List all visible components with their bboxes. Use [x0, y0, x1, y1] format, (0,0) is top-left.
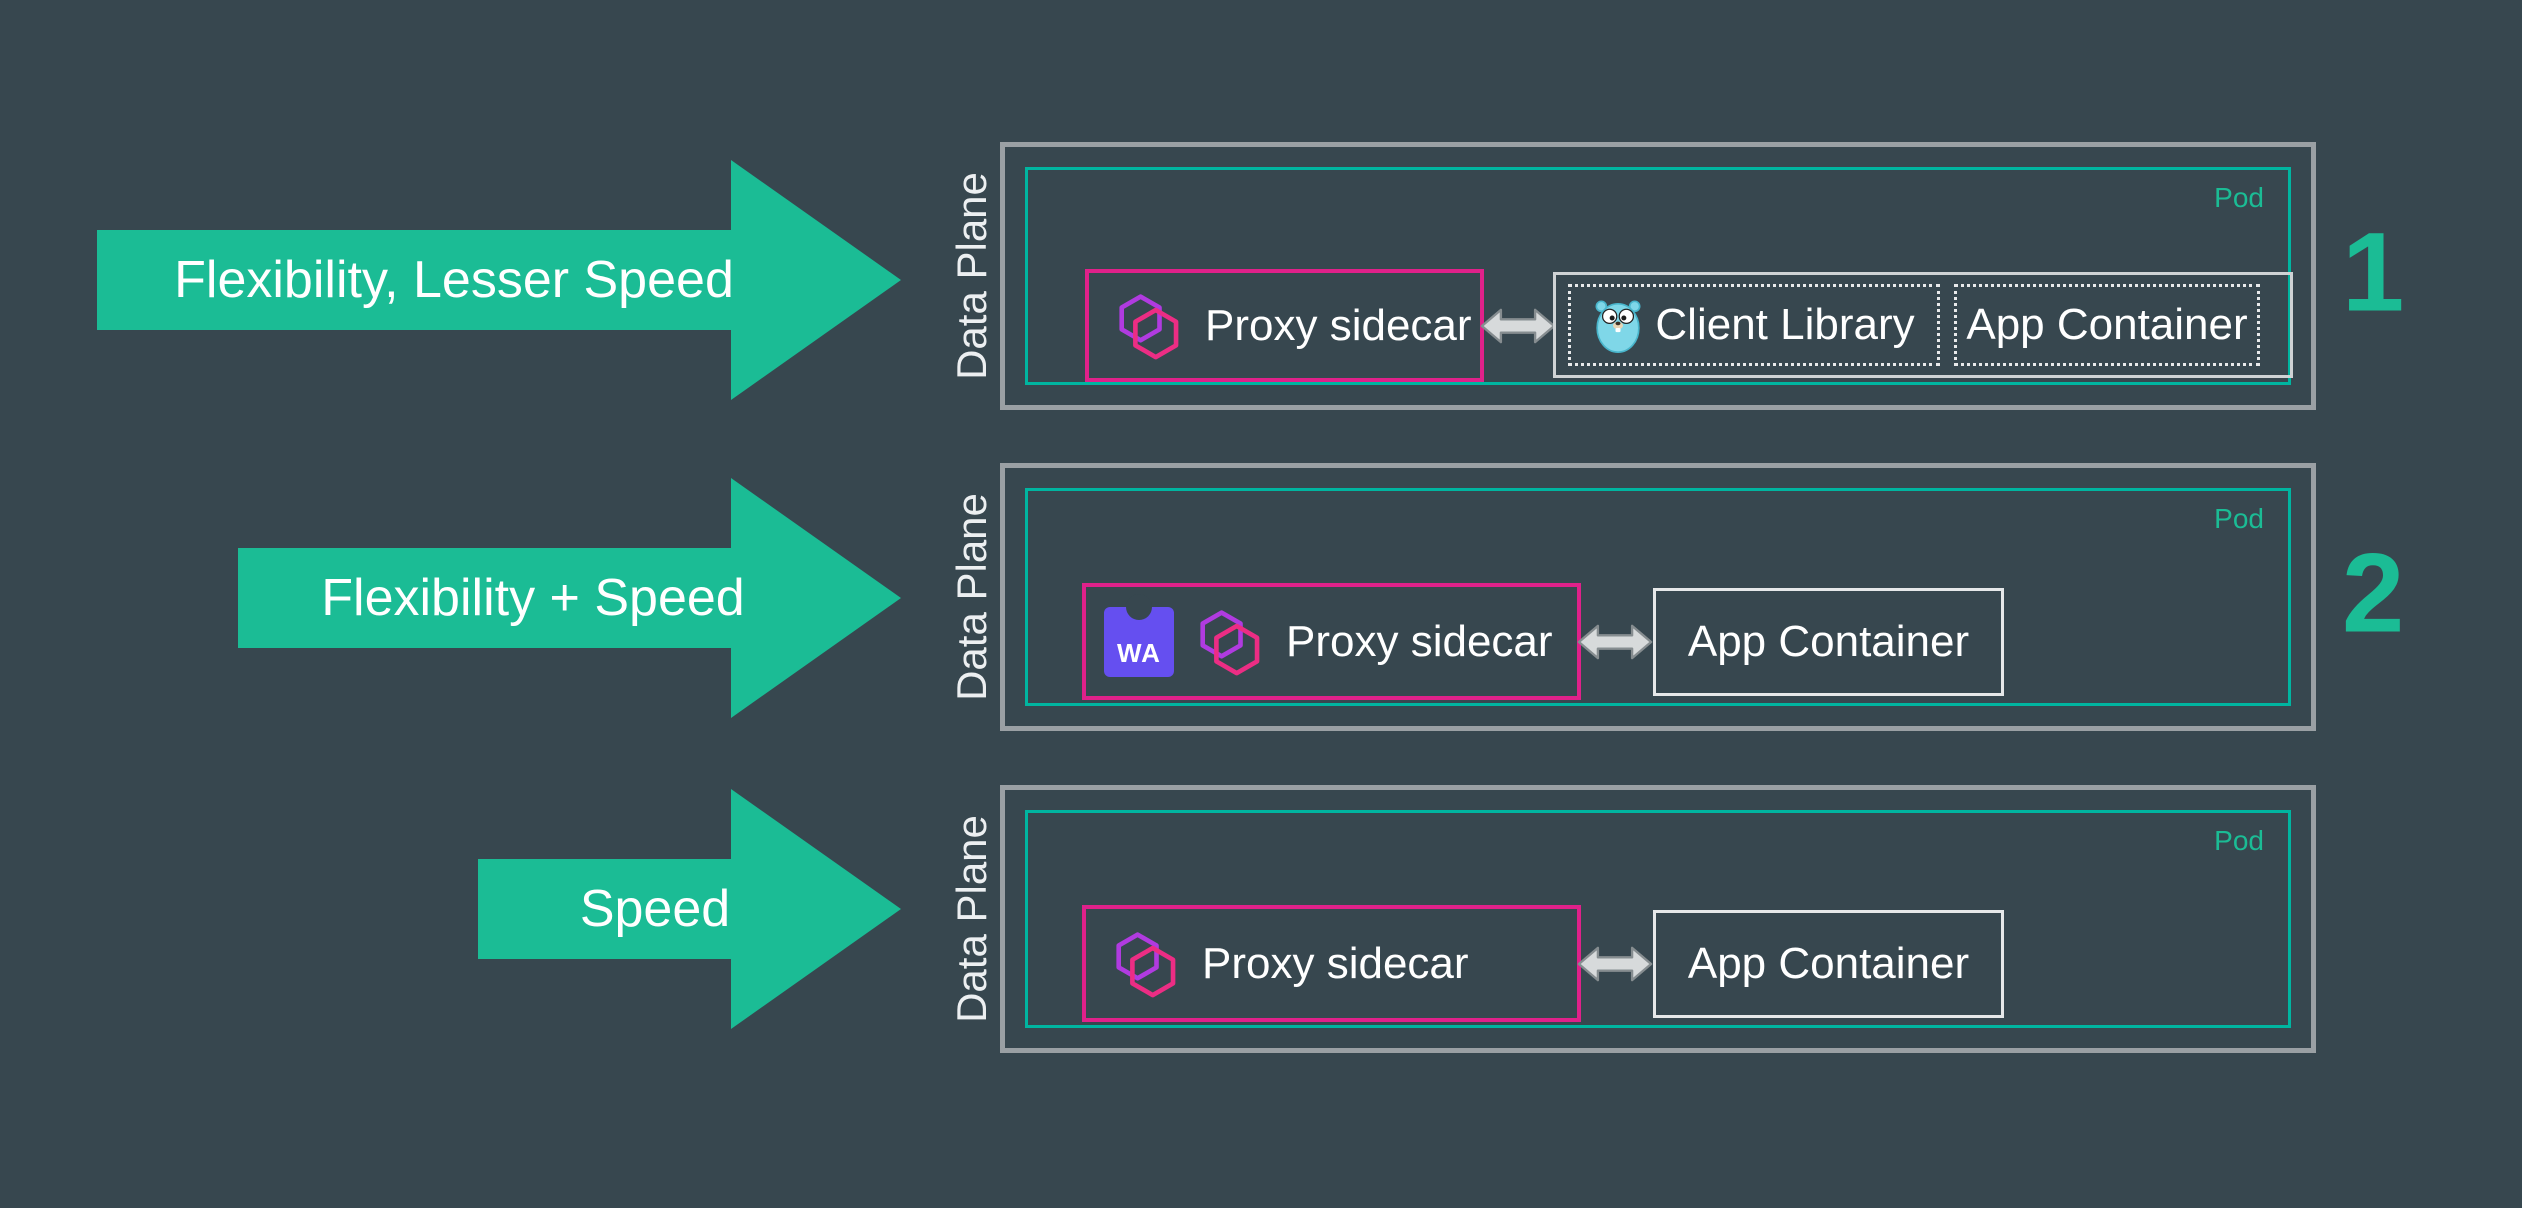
data-plane-label: Data Plane [948, 172, 995, 380]
app-container-box: App Container [1653, 588, 2004, 696]
flow-arrow-1: Flexibility, Lesser Speed [97, 160, 901, 400]
flow-arrow-label: Speed [579, 880, 731, 938]
data-plane-label: Data Plane [948, 493, 995, 701]
flow-arrow-shape [97, 160, 901, 400]
flow-arrow-shape [478, 789, 901, 1029]
app-group-box: Client Library App Container [1553, 272, 2293, 378]
proxy-logo-icon [1116, 931, 1176, 997]
proxy-logo-icon [1200, 609, 1260, 675]
bidirectional-arrow-icon [1577, 946, 1653, 982]
proxy-sidecar-label: Proxy sidecar [1202, 938, 1469, 988]
flow-arrow-shape [238, 478, 901, 718]
bidirectional-arrow-icon [1480, 308, 1556, 344]
flow-arrow-label: Flexibility + Speed [321, 569, 745, 627]
proxy-sidecar-label: Proxy sidecar [1205, 300, 1472, 350]
flow-arrow-3: Speed [478, 789, 901, 1029]
app-container-box: App Container [1954, 284, 2260, 366]
pod-label: Pod [2214, 182, 2264, 213]
pod-outer-border: Pod Proxy sidecar App Container [1000, 785, 2316, 1053]
pod-row-1: Data Plane Pod Proxy sidecar [948, 142, 2404, 410]
webassembly-text: WA [1117, 637, 1161, 668]
proxy-sidecar-box: Proxy sidecar [1085, 269, 1484, 382]
data-plane-label: Data Plane [948, 815, 995, 1023]
client-library-box: Client Library [1568, 284, 1940, 366]
app-container-label: App Container [1687, 939, 1970, 988]
pod-boundary: Pod Proxy sidecar App Container [1025, 810, 2291, 1028]
pod-outer-border: Pod Proxy sidecar [1000, 142, 2316, 410]
proxy-sidecar-label: Proxy sidecar [1286, 616, 1553, 666]
pod-label: Pod [2214, 503, 2264, 534]
app-container-label: App Container [1687, 617, 1970, 666]
app-container-label: App Container [1966, 300, 2248, 349]
flow-arrow-2: Flexibility + Speed [238, 478, 901, 718]
pod-label: Pod [2214, 825, 2264, 856]
flow-arrow-label: Flexibility, Lesser Speed [174, 251, 734, 309]
webassembly-notch [1126, 593, 1152, 620]
client-library-label: Client Library [1655, 300, 1915, 349]
bidirectional-arrow-icon [1577, 624, 1653, 660]
pod-row-2: Data Plane Pod WA Proxy sidecar [948, 463, 2404, 731]
proxy-sidecar-box: Proxy sidecar [1082, 905, 1581, 1022]
option-number: 1 [2342, 209, 2405, 335]
pod-row-3: Data Plane Pod Proxy sidecar App Contain… [948, 785, 2316, 1053]
pod-boundary: Pod WA Proxy sidecar App C [1025, 488, 2291, 706]
option-number: 2 [2342, 530, 2405, 656]
proxy-sidecar-box: WA Proxy sidecar [1082, 583, 1581, 700]
proxy-logo-icon [1119, 293, 1179, 359]
app-container-box: App Container [1653, 910, 2004, 1018]
gopher-icon [1595, 300, 1641, 353]
webassembly-icon: WA [1104, 593, 1174, 677]
pod-outer-border: Pod WA Proxy sidecar App C [1000, 463, 2316, 731]
pod-boundary: Pod Proxy sidecar [1025, 167, 2293, 385]
